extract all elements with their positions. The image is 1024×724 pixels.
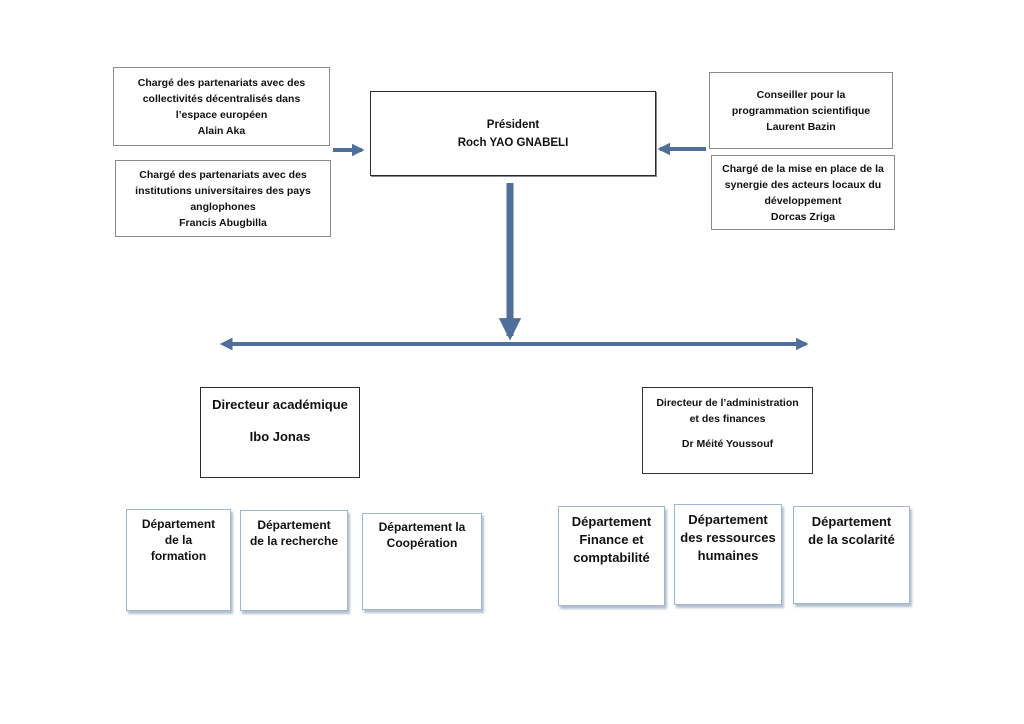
department-cooperation: Département la Coopération: [362, 513, 482, 610]
department-recherche: Département de la recherche: [240, 510, 348, 611]
advisor-line: Conseiller pour la: [756, 88, 846, 101]
department-line: de la recherche: [249, 534, 339, 548]
advisor-line: l’espace européen: [175, 108, 268, 121]
advisor-line: synergie des acteurs locaux du: [724, 178, 882, 191]
advisor-name: Dorcas Zriga: [770, 210, 836, 223]
department-line: Coopération: [386, 536, 458, 550]
advisor-line: Chargé des partenariats avec des: [137, 76, 306, 89]
admin-director-title-line: Directeur de l’administration: [656, 397, 799, 409]
department-scolarite: Département de la scolarité: [793, 506, 910, 604]
department-line: Département: [257, 518, 331, 532]
department-line: comptabilité: [573, 550, 650, 565]
department-line: de la scolarité: [808, 532, 895, 547]
department-line: humaines: [697, 548, 759, 563]
advisor-line: anglophones: [190, 200, 256, 213]
admin-director-box: Directeur de l’administration et des fin…: [642, 387, 813, 474]
advisor-name: Francis Abugbilla: [179, 216, 267, 229]
advisor-line: développement: [764, 194, 842, 207]
department-line: Finance et: [579, 532, 644, 547]
department-line: de la: [164, 533, 193, 547]
academic-director-box: Directeur académique Ibo Jonas: [200, 387, 360, 478]
advisor-name: Laurent Bazin: [766, 120, 836, 133]
advisor-box-anglophone-partnerships: Chargé des partenariats avec des institu…: [115, 160, 331, 237]
department-line: Département: [141, 517, 216, 531]
advisor-line: collectivités décentralisés dans: [142, 92, 301, 105]
department-line: Département: [811, 514, 892, 529]
advisor-box-local-synergy: Chargé de la mise en place de la synergi…: [711, 155, 895, 230]
admin-director-name: Dr Méité Youssouf: [681, 438, 774, 450]
department-line: formation: [150, 549, 207, 563]
department-line: Département la: [378, 520, 466, 534]
department-line: Département: [571, 514, 652, 529]
department-finance: Département Finance et comptabilité: [558, 506, 665, 606]
academic-director-name: Ibo Jonas: [249, 429, 311, 444]
advisor-line: Chargé des partenariats avec des: [139, 168, 307, 181]
academic-director-title: Directeur académique: [212, 397, 348, 412]
department-line: Département: [688, 512, 768, 527]
department-ressources-humaines: Département des ressources humaines: [674, 504, 782, 605]
department-formation: Département de la formation: [126, 509, 231, 611]
advisor-line: Chargé de la mise en place de la: [722, 162, 884, 175]
advisor-line: programmation scientifique: [731, 104, 871, 117]
president-name: Roch YAO GNABELI: [457, 136, 569, 149]
advisor-box-scientific-programming: Conseiller pour la programmation scienti…: [709, 72, 893, 149]
advisor-line: institutions universitaires des pays: [135, 184, 311, 197]
admin-director-title-line: et des finances: [689, 413, 766, 425]
president-title: Président: [486, 118, 540, 131]
department-line: des ressources: [680, 530, 776, 545]
advisor-name: Alain Aka: [197, 124, 246, 137]
president-box: Président Roch YAO GNABELI: [370, 91, 656, 176]
advisor-box-european-partnerships: Chargé des partenariats avec des collect…: [113, 67, 330, 146]
